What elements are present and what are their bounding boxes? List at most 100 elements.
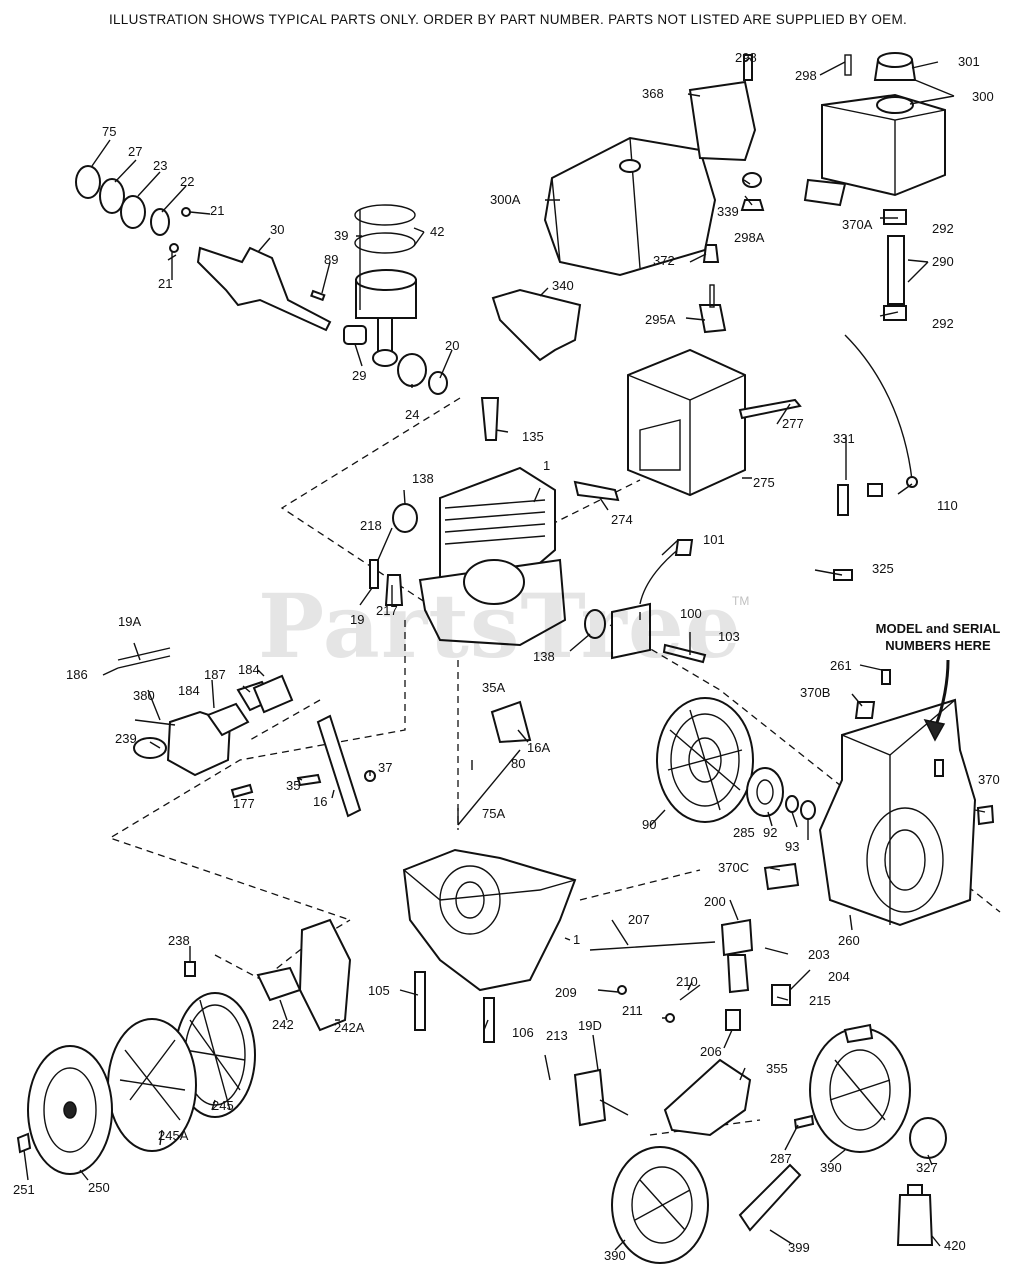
callout-218: 218 — [360, 518, 382, 533]
callout-298A: 298A — [734, 230, 765, 245]
callout-211: 211 — [622, 1003, 643, 1018]
callout-101: 101 — [703, 532, 725, 547]
muffler-275 — [480, 348, 802, 502]
bracket-242 — [256, 966, 302, 1002]
callout-215: 215 — [809, 993, 831, 1008]
bolt-106 — [483, 997, 495, 1043]
callout-30: 30 — [270, 222, 284, 237]
callout-368: 368 — [642, 86, 664, 101]
callout-206: 206 — [700, 1044, 722, 1059]
callout-298: 298 — [735, 50, 757, 65]
callout-327: 327 — [916, 1160, 938, 1175]
blower-housing-260 — [763, 669, 995, 927]
callout-177: 177 — [233, 796, 255, 811]
callout-19A: 19A — [118, 614, 141, 629]
fuel-line-290 — [887, 235, 905, 305]
cap-327 — [909, 1117, 947, 1159]
crankshaft-30 — [196, 246, 332, 332]
callout-184: 184 — [238, 662, 260, 677]
callout-105: 105 — [368, 983, 390, 998]
callout-300: 300 — [972, 89, 994, 104]
needle-bearing-29 — [343, 325, 367, 345]
gasket-274 — [573, 480, 620, 502]
callout-19: 19 — [350, 612, 364, 627]
callout-75A: 75A — [482, 806, 505, 821]
callout-370: 370 — [978, 772, 1000, 787]
callout-260: 260 — [838, 933, 860, 948]
piston-group — [354, 204, 417, 367]
callout-250: 250 — [88, 1180, 110, 1195]
callout-355: 355 — [766, 1061, 788, 1076]
callout-238: 238 — [168, 933, 190, 948]
callout-16: 16 — [313, 794, 327, 809]
callout-100: 100 — [680, 606, 702, 621]
starter-group — [573, 1023, 947, 1264]
callout-261: 261 — [830, 658, 852, 673]
callout-380: 380 — [133, 688, 155, 703]
callout-204: 204 — [828, 969, 850, 984]
bracket-340 — [491, 288, 582, 362]
note-line-2: NUMBERS HERE — [885, 638, 991, 653]
model-serial-note: MODEL and SERIAL NUMBERS HERE — [868, 620, 1008, 654]
callout-213: 213 — [546, 1028, 568, 1043]
governor-group — [589, 918, 791, 1031]
callout-292b: 292 — [932, 316, 954, 331]
callout-23: 23 — [153, 158, 167, 173]
callout-292: 292 — [932, 221, 954, 236]
callout-372: 372 — [653, 253, 675, 268]
bracket-355 — [663, 1058, 752, 1137]
upper-misc — [491, 244, 918, 581]
callout-239: 239 — [115, 731, 137, 746]
washer-22 — [150, 208, 170, 236]
watermark: PartsTree — [258, 574, 742, 678]
crankcase-lower-1 — [402, 848, 577, 1043]
callout-89: 89 — [324, 252, 338, 267]
screw-177 — [230, 783, 254, 799]
backplate-242A — [298, 918, 352, 1032]
trademark-mark: TM — [732, 594, 750, 608]
callout-21b: 21 — [158, 276, 172, 291]
bracket-19D — [573, 1068, 607, 1127]
starter-390-lower — [611, 1146, 709, 1264]
carburetor — [166, 710, 232, 777]
callout-90: 90 — [642, 817, 656, 832]
callout-203: 203 — [808, 947, 830, 962]
note-line-1: MODEL and SERIAL — [875, 621, 1001, 636]
callout-21: 21 — [210, 203, 224, 218]
callout-1b: 1 — [573, 932, 580, 947]
callout-370B: 370B — [800, 685, 830, 700]
callout-200: 200 — [704, 894, 726, 909]
flywheel-90 — [656, 697, 816, 823]
callout-287: 287 — [770, 1151, 792, 1166]
callout-325: 325 — [872, 561, 894, 576]
header-note: ILLUSTRATION SHOWS TYPICAL PARTS ONLY. O… — [108, 12, 908, 27]
callout-251: 251 — [13, 1182, 35, 1197]
callout-370A: 370A — [842, 217, 873, 232]
bolt-277 — [738, 398, 802, 420]
callout-245: 245 — [212, 1098, 234, 1113]
callout-339: 339 — [717, 204, 739, 219]
callout-331: 331 — [833, 431, 855, 446]
seal-75 — [75, 165, 101, 199]
ring-27 — [99, 178, 125, 214]
callout-209: 209 — [555, 985, 577, 1000]
callout-275: 275 — [753, 475, 775, 490]
callout-20: 20 — [445, 338, 459, 353]
callout-245A: 245A — [158, 1128, 189, 1143]
callout-390: 390 — [820, 1160, 842, 1175]
callout-24: 24 — [405, 407, 419, 422]
callout-390b: 390 — [604, 1248, 626, 1263]
callout-399: 399 — [788, 1240, 810, 1255]
model-arrow — [923, 659, 950, 742]
bracket-16A — [490, 700, 532, 744]
air-cleaner-group — [16, 918, 352, 1175]
callout-420: 420 — [944, 1238, 966, 1253]
callout-242: 242 — [272, 1017, 294, 1032]
callout-19D: 19D — [578, 1018, 602, 1033]
crankshaft-group — [75, 165, 448, 395]
callout-217: 217 — [376, 603, 398, 618]
callout-300A: 300A — [490, 192, 521, 207]
gasket-184 — [252, 674, 294, 714]
fuel-tank-300A — [543, 54, 765, 277]
